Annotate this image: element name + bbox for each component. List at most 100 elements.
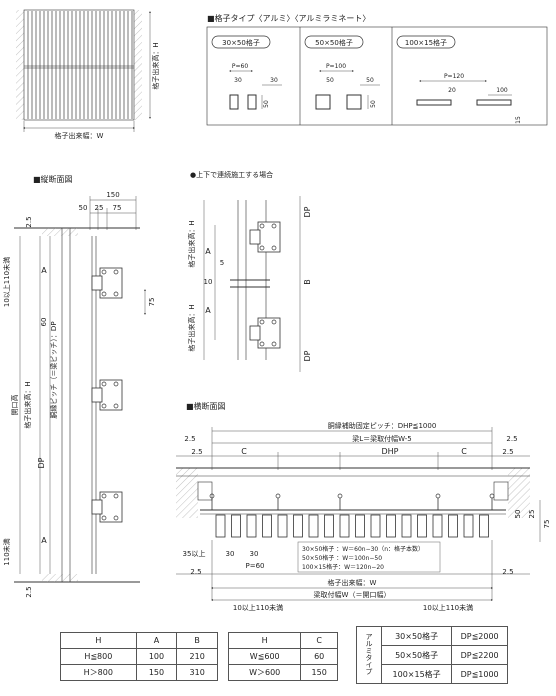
hsec-geometry bbox=[176, 467, 541, 601]
hsec-wall-right bbox=[508, 468, 530, 518]
bolt-icon bbox=[101, 381, 107, 387]
lattice-bar-section bbox=[246, 514, 257, 538]
svg-text:30: 30 bbox=[250, 550, 259, 558]
lattice-bar-section bbox=[215, 514, 226, 538]
bolt-icon bbox=[113, 403, 119, 409]
lattice-bar-section bbox=[277, 514, 288, 538]
lattice-bar-section bbox=[355, 514, 365, 538]
bolt-icon bbox=[271, 223, 277, 229]
table-dp-side: アルミタイプ bbox=[356, 626, 382, 684]
types-heading: ■格子タイプ〈アルミ〉〈アルミラミネート〉 bbox=[207, 13, 370, 23]
svg-text:75: 75 bbox=[543, 520, 551, 529]
screw-head-icon bbox=[275, 493, 281, 499]
bracket-clip bbox=[91, 499, 103, 515]
svg-text:50: 50 bbox=[263, 100, 270, 108]
bolt-icon bbox=[271, 319, 277, 325]
svg-text:50: 50 bbox=[326, 77, 334, 84]
lattice-bar-section bbox=[308, 514, 319, 538]
bracket-clip bbox=[91, 387, 103, 403]
vsec-below-label: 110未満 bbox=[2, 538, 11, 565]
svg-text:格子出来高：H: 格子出来高：H bbox=[187, 304, 196, 351]
svg-text:10以上110未満: 10以上110未満 bbox=[423, 603, 473, 612]
svg-text:20: 20 bbox=[448, 87, 456, 94]
bolt-icon bbox=[101, 403, 107, 409]
svg-text:75: 75 bbox=[113, 204, 122, 212]
wall-hatch-right bbox=[134, 10, 142, 120]
svg-text:10以上110未満: 10以上110未満 bbox=[233, 603, 283, 612]
type-tag-50x50 bbox=[304, 35, 364, 49]
table-row: W≦600 60 bbox=[227, 648, 338, 665]
svg-text:DP: DP bbox=[37, 457, 46, 468]
svg-text:2.5: 2.5 bbox=[184, 435, 195, 443]
svg-text:C: C bbox=[461, 447, 467, 456]
svg-text:2.5: 2.5 bbox=[502, 568, 513, 576]
bolt-icon bbox=[259, 223, 265, 229]
svg-text:10: 10 bbox=[204, 278, 213, 286]
vsec-above-label: 10以上110未満 bbox=[2, 257, 11, 307]
type-tag-100x15 bbox=[396, 35, 456, 49]
table-row: H C bbox=[227, 632, 338, 649]
bolt-icon bbox=[113, 291, 119, 297]
lattice-bar-section bbox=[479, 514, 489, 538]
svg-text:P=60: P=60 bbox=[232, 63, 248, 70]
lattice-bar-section bbox=[339, 514, 350, 538]
vsec-geometry bbox=[14, 227, 140, 583]
svg-text:DHP: DHP bbox=[382, 447, 399, 456]
bracket-clip bbox=[249, 229, 261, 245]
bracket-clip bbox=[249, 325, 261, 341]
bolt-icon bbox=[271, 341, 277, 347]
svg-text:5: 5 bbox=[220, 259, 224, 267]
vsec-opening-label: 開口高 bbox=[10, 395, 19, 416]
svg-text:30: 30 bbox=[270, 77, 278, 84]
type-tag-30x50 bbox=[211, 35, 271, 49]
vsec-heading: ■縦断面図 bbox=[33, 174, 73, 184]
screw-head-icon bbox=[337, 493, 343, 499]
lattice-bar-section bbox=[370, 514, 381, 538]
hsec-dims bbox=[176, 427, 530, 470]
svg-text:P=120: P=120 bbox=[444, 73, 464, 80]
table-w-c: H C W≦600 60 W＞600 150 bbox=[227, 632, 338, 681]
table-row: アルミタイプ 30×50格子 DP≦2000 bbox=[356, 626, 508, 684]
lattice-bars bbox=[27, 11, 133, 119]
hsec-beam-label: 梁L＝梁取付幅W-5 bbox=[352, 434, 412, 443]
svg-text:2.5: 2.5 bbox=[191, 448, 202, 456]
svg-text:30×50格子: 30×50格子 bbox=[222, 38, 260, 47]
lattice-bar-section bbox=[324, 514, 334, 538]
cont-geometry bbox=[203, 196, 301, 372]
formula-line-3: 100×15格子：W＝120n−20 bbox=[302, 563, 384, 571]
lattice-bar-section bbox=[262, 514, 272, 538]
bolt-icon bbox=[101, 493, 107, 499]
lattice-frame bbox=[23, 9, 135, 121]
svg-text:15: 15 bbox=[515, 116, 522, 124]
table-row: H＞800 150 310 bbox=[60, 664, 218, 681]
bolt-icon bbox=[259, 319, 265, 325]
hsec-wall-left bbox=[176, 468, 198, 518]
front-elevation bbox=[16, 9, 151, 132]
screw-head-icon bbox=[489, 493, 495, 499]
svg-text:100×15格子: 100×15格子 bbox=[405, 38, 447, 47]
vsec-h-label: 格子出来高：H bbox=[23, 381, 32, 428]
table-row: H A B bbox=[60, 632, 218, 649]
bracket-clip bbox=[91, 275, 103, 291]
svg-text:2.5: 2.5 bbox=[190, 568, 201, 576]
svg-text:2.5: 2.5 bbox=[25, 216, 33, 227]
svg-text:50: 50 bbox=[366, 77, 374, 84]
svg-text:A: A bbox=[205, 306, 211, 315]
svg-text:A: A bbox=[41, 536, 47, 545]
table-row: W＞600 150 bbox=[227, 664, 338, 681]
svg-text:25: 25 bbox=[528, 510, 536, 519]
table-row: 100×15格子 DP≦1000 bbox=[357, 664, 508, 684]
svg-text:B: B bbox=[303, 279, 312, 285]
svg-text:60: 60 bbox=[40, 318, 48, 327]
svg-text:30: 30 bbox=[226, 550, 235, 558]
bolt-icon bbox=[259, 245, 265, 251]
bolt-icon bbox=[101, 291, 107, 297]
bolt-icon bbox=[113, 381, 119, 387]
formula-line-2: 50×50格子 ：W＝100n−50 bbox=[302, 554, 382, 562]
table-row: 50×50格子 DP≦2200 bbox=[357, 645, 508, 665]
wall-hatch-left bbox=[16, 10, 24, 120]
front-height-label: 格子出来高：H bbox=[151, 42, 160, 89]
bolt-icon bbox=[259, 341, 265, 347]
svg-text:2.5: 2.5 bbox=[502, 448, 513, 456]
